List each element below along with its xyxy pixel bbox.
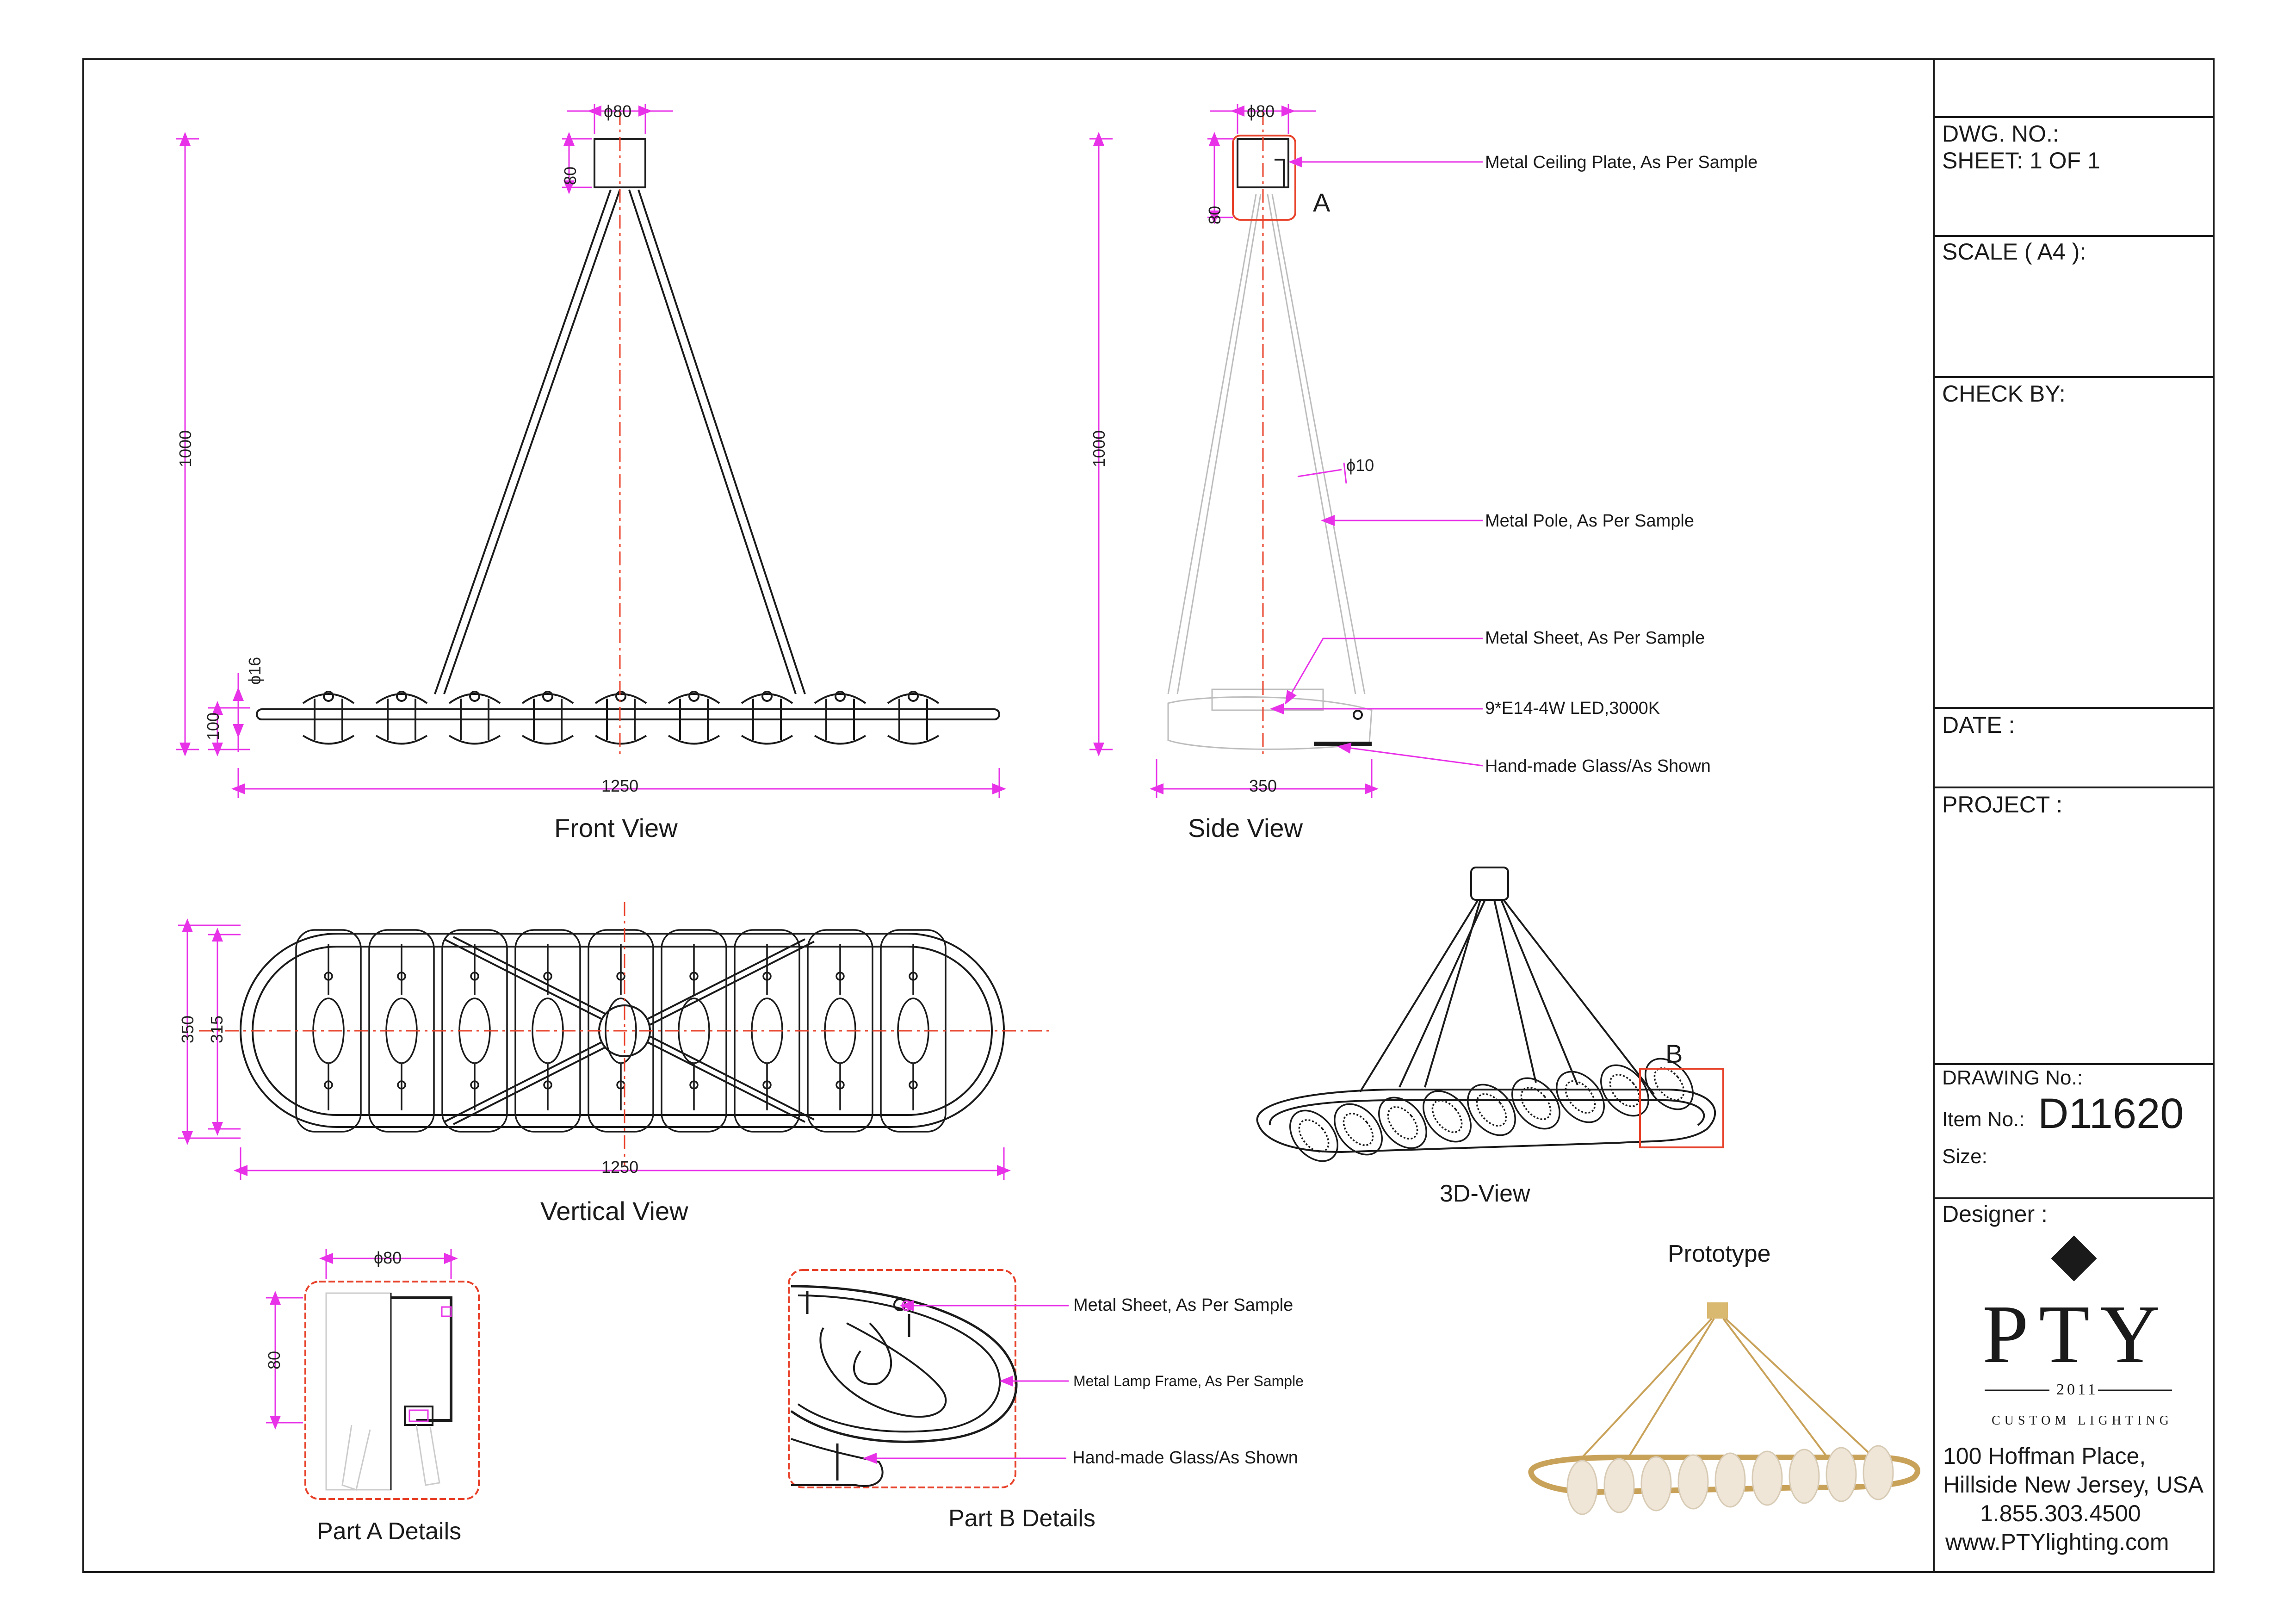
part-b-drawing [788,1269,1018,1488]
prototype-shade [1603,1458,1635,1513]
callout-a-box [1232,135,1296,221]
part-a-drawing [304,1281,480,1500]
drawing-no-label: DRAWING No.: [1942,1066,2083,1089]
front-top-diameter: ϕ80 [604,102,632,121]
front-lamp [887,691,940,745]
logo-diamond [2051,1235,2097,1282]
logo-year: 2011 [2056,1381,2098,1398]
side-view-plate [1237,138,1363,720]
front-total-height: 1000 [176,430,195,467]
front-dimensions [176,104,1006,798]
sheet-border [82,58,2215,1573]
side-plate-height: 80 [1205,205,1224,224]
vertical-view-title: Vertical View [540,1196,688,1226]
vertical-width: 1250 [601,1158,639,1177]
three-d-lamp [1423,1090,1472,1143]
side-view-drawing [1167,194,1373,750]
company-logo: PTY [1982,1288,2171,1380]
part-b-leaders [863,1300,1069,1464]
front-view-lamps [302,691,940,745]
front-view-drawing [256,138,1000,720]
prototype-shade [1751,1450,1783,1506]
side-dimensions [1089,104,1483,798]
three-d-lamp [1334,1103,1383,1156]
date-label: DATE : [1942,712,2015,738]
vertical-outer-height: 350 [178,1015,197,1043]
prototype-shade [1826,1447,1857,1502]
part-b-title: Part B Details [948,1505,1095,1532]
prototype-shade [1640,1456,1672,1511]
front-lamp [594,691,647,745]
front-lamp [814,691,866,745]
prototype-shade [1863,1445,1894,1500]
prototype-shade [1566,1460,1598,1515]
three-d-lamp [1511,1077,1560,1130]
vertical-dimensions [178,918,1011,1180]
scale-label: SCALE ( A4 ): [1942,239,2086,265]
size-label: Size: [1942,1145,1987,1168]
side-view-title: Side View [1188,813,1303,842]
part-a-title: Part A Details [317,1518,462,1545]
prototype-glass-shades [1566,1445,1894,1515]
note-ceiling-plate: Metal Ceiling Plate, As Per Sample [1485,153,1758,172]
front-lamp [741,691,793,745]
note-glass: Hand-made Glass/As Shown [1485,756,1711,776]
check-by-label: CHECK BY: [1942,381,2066,407]
callout-b-box [1639,1068,1724,1148]
three-d-lamp [1645,1058,1694,1110]
note-b-glass: Hand-made Glass/As Shown [1072,1448,1298,1468]
designer-label: Designer : [1942,1201,2048,1227]
front-frame-height: 100 [204,712,223,740]
three-d-lamp [1378,1096,1427,1149]
note-b-metal-sheet: Metal Sheet, As Per Sample [1073,1295,1293,1315]
item-number: D11620 [2038,1090,2184,1137]
note-led: 9*E14-4W LED,3000K [1485,699,1660,718]
vertical-centerlines [199,902,1050,1166]
side-total-height: 1000 [1089,430,1108,467]
three-d-view-drawing [1256,867,1716,1153]
side-pole-diameter: ϕ10 [1346,456,1374,475]
side-top-diameter: ϕ80 [1247,102,1275,121]
side-width: 350 [1249,776,1277,795]
title-block-rows [1934,116,2214,1199]
front-tube-diameter: ϕ16 [245,657,264,685]
address-line-1: 100 Hoffman Place, [1943,1443,2146,1469]
front-view-title: Front View [554,813,678,842]
part-a-diameter: ϕ80 [374,1248,402,1267]
three-d-lamp [1556,1071,1605,1123]
part-a-dimensions [266,1249,458,1430]
item-no-label: Item No.: [1942,1108,2025,1131]
project-label: PROJECT : [1942,792,2063,818]
front-lamp [375,691,428,745]
prototype-shade [1789,1449,1820,1504]
three-d-lamp [1289,1109,1338,1162]
callout-a-label: A [1313,188,1331,217]
note-b-lamp-frame: Metal Lamp Frame, As Per Sample [1073,1373,1304,1389]
three-d-lamp [1467,1084,1516,1136]
callout-b-label: B [1665,1039,1683,1068]
note-metal-pole: Metal Pole, As Per Sample [1485,511,1694,531]
prototype-shade [1714,1452,1746,1508]
front-lamp [302,691,355,745]
prototype-title: Prototype [1668,1240,1771,1267]
website: www.PTYlighting.com [1945,1529,2169,1555]
three-d-view-title: 3D-View [1440,1180,1530,1207]
front-lamp [521,691,574,745]
part-a-height: 80 [265,1350,284,1369]
vertical-inner-height: 315 [207,1015,226,1043]
front-lamp [668,691,720,745]
phone-number: 1.855.303.4500 [1980,1500,2141,1526]
dwg-no-label: DWG. NO.: [1942,121,2059,147]
sheet-label: SHEET: 1 OF 1 [1942,148,2100,173]
front-plate-height: 80 [561,166,580,185]
prototype-shade [1677,1454,1709,1510]
three-d-lamps [1289,1058,1694,1162]
front-width: 1250 [601,776,639,795]
address-line-2: Hillside New Jersey, USA [1943,1472,2204,1498]
note-metal-sheet: Metal Sheet, As Per Sample [1485,628,1705,648]
logo-tagline: CUSTOM LIGHTING [1992,1413,2173,1428]
front-lamp [448,691,501,745]
